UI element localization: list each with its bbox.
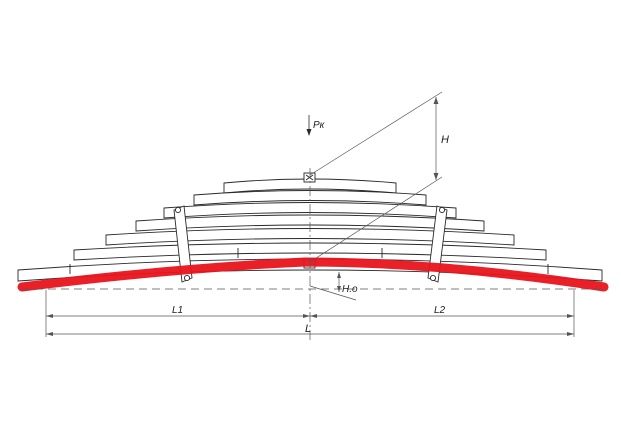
height-zero-label: H.o (342, 284, 358, 295)
construction-lines (22, 91, 604, 340)
labels: Pк H H.o L1 L2 L (172, 120, 449, 335)
force-arrow (306, 115, 312, 136)
spring-leaf-6 (73, 242, 547, 261)
left-length-label: L1 (172, 305, 183, 316)
clip-bolt-icon (429, 274, 437, 282)
total-length-label: L (305, 323, 311, 335)
height-label: H (441, 134, 449, 146)
spring-leaf-2 (193, 190, 427, 206)
clip-bolt-icon (438, 206, 446, 214)
clip-bolt-icon (183, 274, 191, 282)
clip-bolt-icon (174, 206, 182, 214)
highlight-stroke (17, 257, 609, 292)
right-length-label: L2 (434, 305, 446, 316)
rebound-clip-left (173, 205, 193, 283)
force-label: Pк (313, 120, 326, 131)
